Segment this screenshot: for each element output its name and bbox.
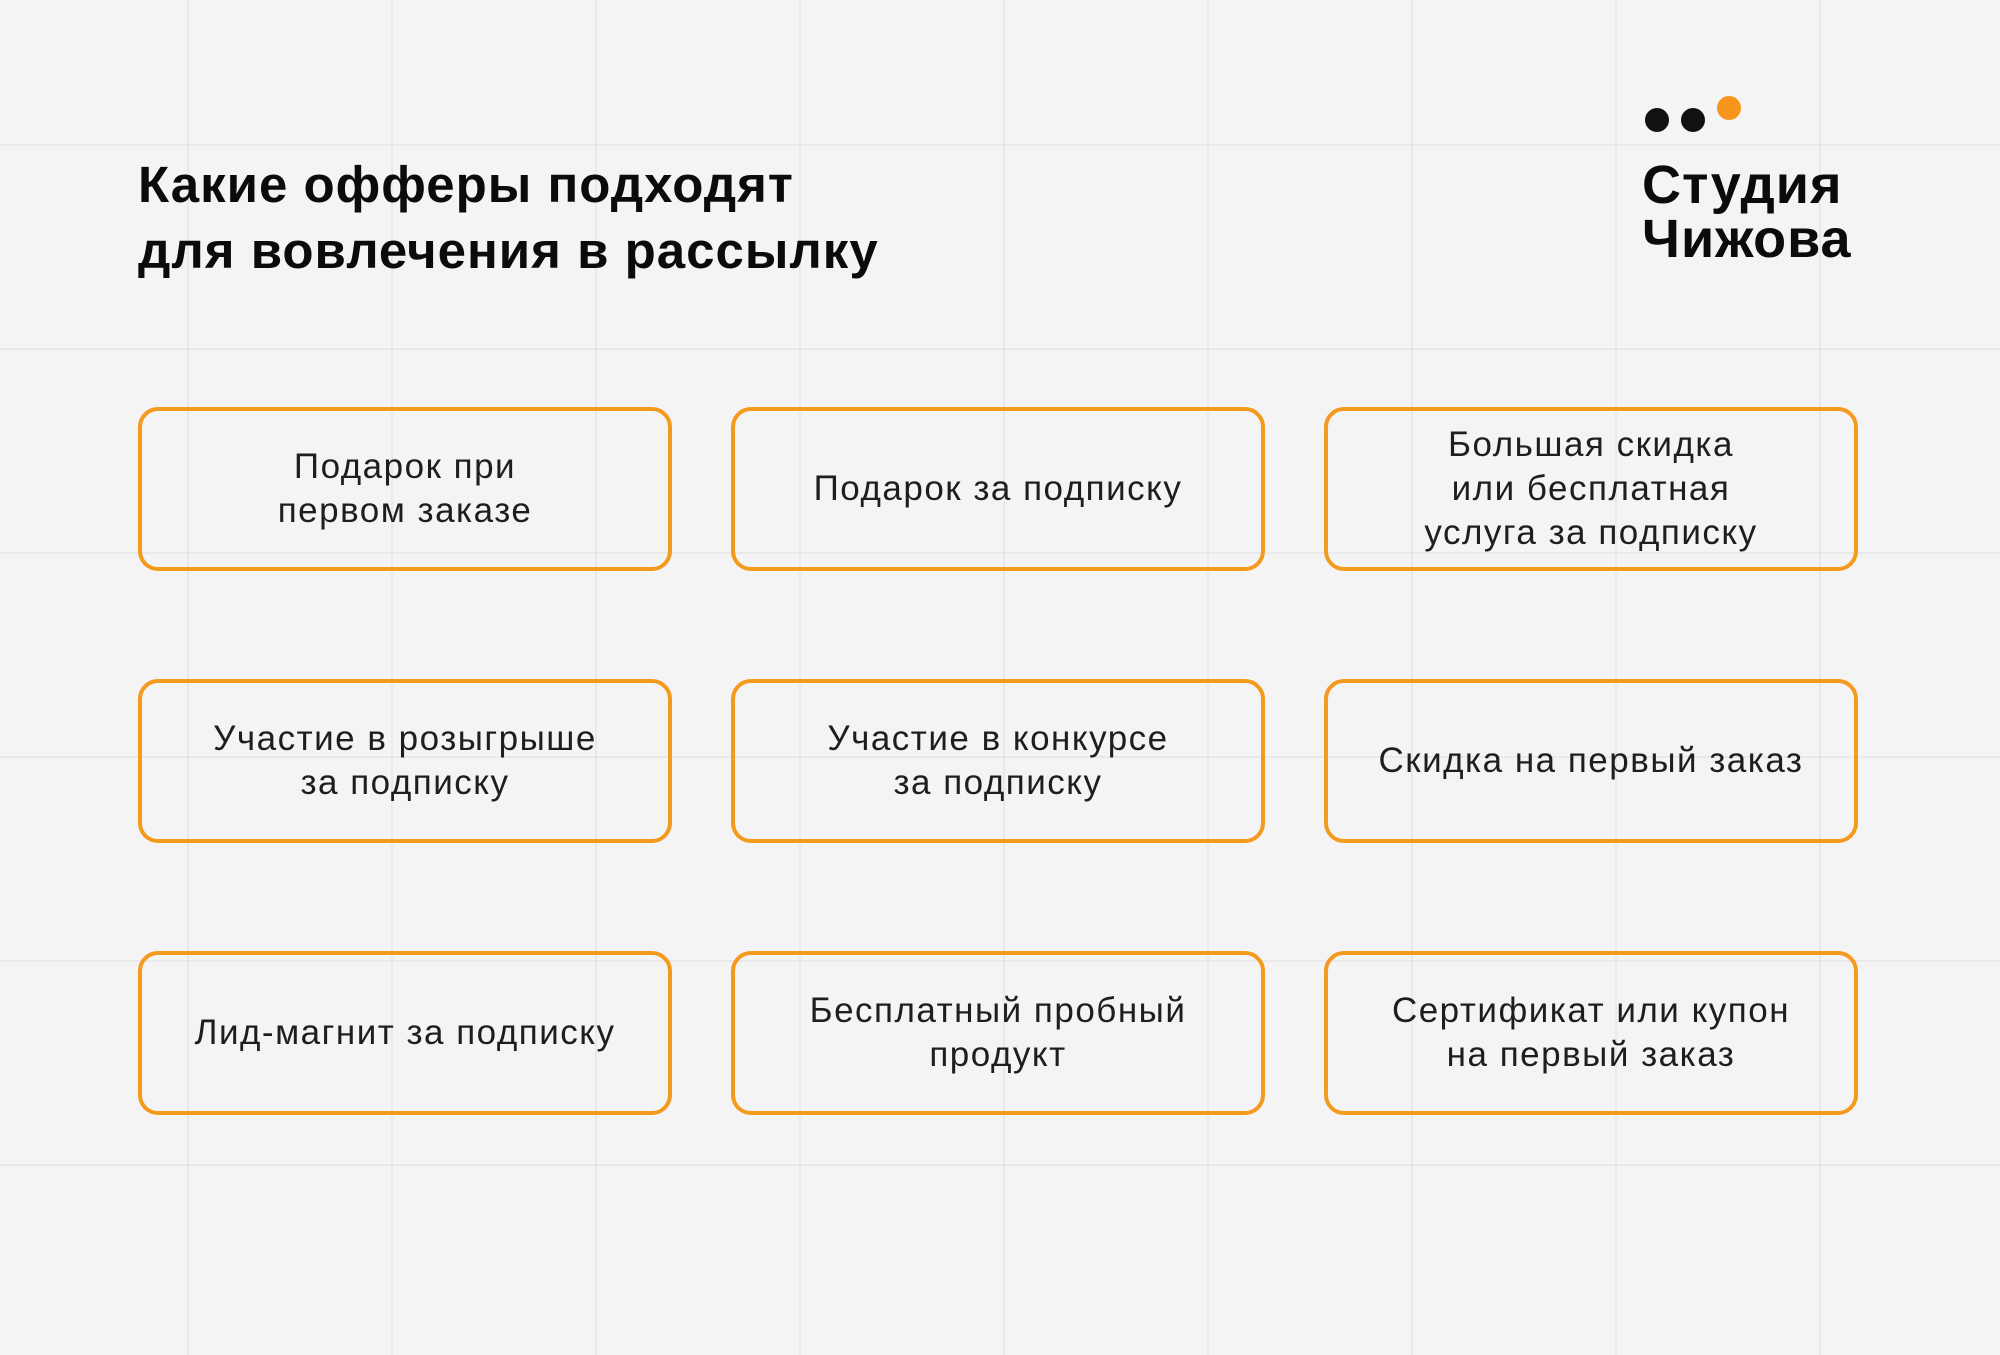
studio-logo: Студия Чижова (1642, 96, 1852, 266)
offer-card: Участие в розыгрыше за подписку (138, 679, 672, 843)
offers-grid: Подарок при первом заказе Подарок за под… (138, 407, 1858, 1115)
offer-card: Лид-магнит за подписку (138, 951, 672, 1115)
title-line: для вовлечения в рассылку (138, 222, 879, 279)
offer-card: Скидка на первый заказ (1324, 679, 1858, 843)
logo-dot-accent (1717, 96, 1741, 120)
logo-dots-icon (1642, 96, 1852, 136)
logo-line: Чижова (1642, 209, 1852, 269)
logo-text: Студия Чижова (1642, 158, 1852, 266)
offer-card: Подарок за подписку (731, 407, 1265, 571)
logo-dot (1681, 108, 1705, 132)
offer-card: Бесплатный пробный продукт (731, 951, 1265, 1115)
logo-line: Студия (1642, 155, 1843, 215)
offer-card: Подарок при первом заказе (138, 407, 672, 571)
offer-card: Участие в конкурсе за подписку (731, 679, 1265, 843)
title-line: Какие офферы подходят (138, 156, 794, 213)
offer-card: Большая скидка или бесплатная услуга за … (1324, 407, 1858, 571)
page-title: Какие офферы подходят для вовлечения в р… (138, 152, 879, 284)
offer-card: Сертификат или купон на первый заказ (1324, 951, 1858, 1115)
logo-dot (1645, 108, 1669, 132)
